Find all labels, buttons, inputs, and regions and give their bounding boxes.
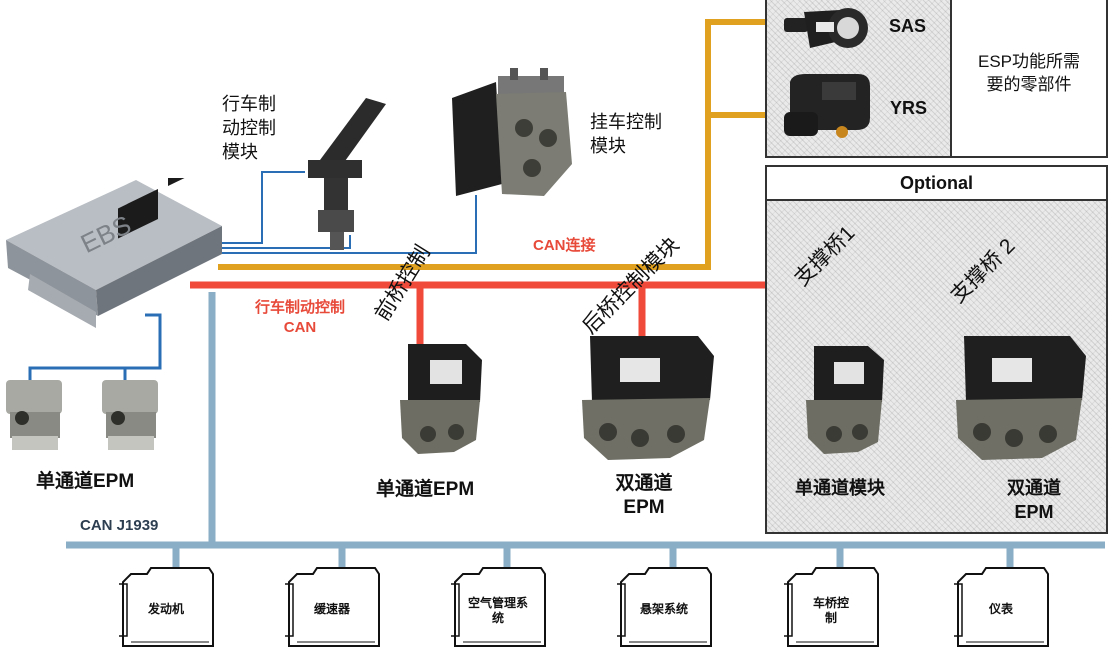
brake-pedal-image <box>308 98 386 250</box>
esp-description-text: ESP功能所需 要的零部件 <box>952 50 1106 96</box>
ecu-label: 悬架系统 <box>615 602 713 617</box>
front-axle-epm-image <box>400 344 482 454</box>
rear-dual-epm-line1: 双通道 <box>615 473 673 494</box>
trailer-label-line1: 挂车控制 <box>590 112 662 132</box>
optional-dual-channel-label: 双通道 EPM <box>984 476 1084 524</box>
ecu-label: 缓速器 <box>283 602 381 617</box>
ecu-module: 车桥控制 <box>782 566 880 650</box>
esp-text-line1: ESP功能所需 <box>977 52 1081 71</box>
left-epm-1-image <box>6 380 62 450</box>
ecu-module-icon <box>784 567 879 647</box>
front-single-epm-label: 单通道EPM <box>376 479 475 500</box>
yrs-sensor-image <box>784 74 870 138</box>
optional-dual-channel-epm-image <box>956 336 1086 460</box>
ecu-label: 发动机 <box>117 602 215 617</box>
brake-pedal-label-line2: 动控制 <box>222 118 276 138</box>
ebs-control-unit-image <box>6 178 222 328</box>
ecu-label-line1: 悬架系统 <box>639 602 688 616</box>
ecu-label: 车桥控制 <box>782 596 880 626</box>
esp-text-line2: 要的零部件 <box>986 75 1072 94</box>
trailer-control-module-image <box>452 68 572 196</box>
brake-pedal-label: 行车制 动控制 模块 <box>222 92 276 164</box>
ecu-module: 空气管理系统 <box>449 566 547 650</box>
brake-pedal-label-line1: 行车制 <box>222 94 276 114</box>
ecu-module: 发动机 <box>117 566 215 650</box>
ecu-module-icon <box>617 567 712 647</box>
epm-left-wires <box>28 313 162 380</box>
ecu-module: 缓速器 <box>283 566 381 650</box>
ecu-label-line1: 车桥控 <box>812 596 849 610</box>
optional-dual-channel-line2: EPM <box>1014 502 1054 522</box>
trailer-label-line2: 模块 <box>590 136 626 156</box>
brake-can-label-line2: CAN <box>283 319 317 336</box>
brake-can-label: 行车制动控制 CAN <box>240 298 360 338</box>
optional-dual-channel-line1: 双通道 <box>1007 478 1061 498</box>
left-single-epm-label: 单通道EPM <box>36 471 135 492</box>
trailer-control-label: 挂车控制 模块 <box>590 110 662 158</box>
rear-dual-epm-label: 双通道 EPM <box>594 472 694 520</box>
rear-dual-epm-line2: EPM <box>623 497 665 518</box>
sas-label: SAS <box>889 16 927 36</box>
ecu-label-line2: 统 <box>491 611 504 625</box>
ecu-module: 仪表 <box>952 566 1050 650</box>
left-epm-2-image <box>102 380 158 450</box>
ecu-label-line1: 空气管理系 <box>467 596 528 610</box>
ecu-label: 空气管理系统 <box>449 596 547 626</box>
can-j1939-bus <box>66 292 1105 572</box>
ecu-module-icon <box>119 567 214 647</box>
brake-can-label-line1: 行车制动控制 <box>254 299 345 316</box>
optional-single-channel-label: 单通道模块 <box>795 478 885 498</box>
ecu-label-line2: 制 <box>824 611 837 625</box>
sas-sensor-image <box>784 8 868 48</box>
ecu-label: 仪表 <box>952 602 1050 617</box>
ecu-module: 悬架系统 <box>615 566 713 650</box>
optional-single-channel-module-image <box>806 346 884 454</box>
ecu-label-line1: 仪表 <box>988 602 1013 616</box>
ecu-module-icon <box>954 567 1049 647</box>
esp-description-box <box>950 0 1108 158</box>
brake-pedal-label-line3: 模块 <box>222 142 258 162</box>
pedal-wires <box>220 171 477 254</box>
ecu-module-icon <box>285 567 380 647</box>
ecu-label-line1: 发动机 <box>147 602 184 616</box>
can-connection-label: CAN连接 <box>533 237 596 254</box>
optional-title: Optional <box>900 173 973 193</box>
rear-axle-epm-image <box>582 336 714 460</box>
can-j1939-label: CAN J1939 <box>80 517 159 534</box>
ecu-module-icon <box>451 567 546 647</box>
yrs-label: YRS <box>890 98 928 118</box>
ecu-label-line1: 缓速器 <box>313 602 350 616</box>
